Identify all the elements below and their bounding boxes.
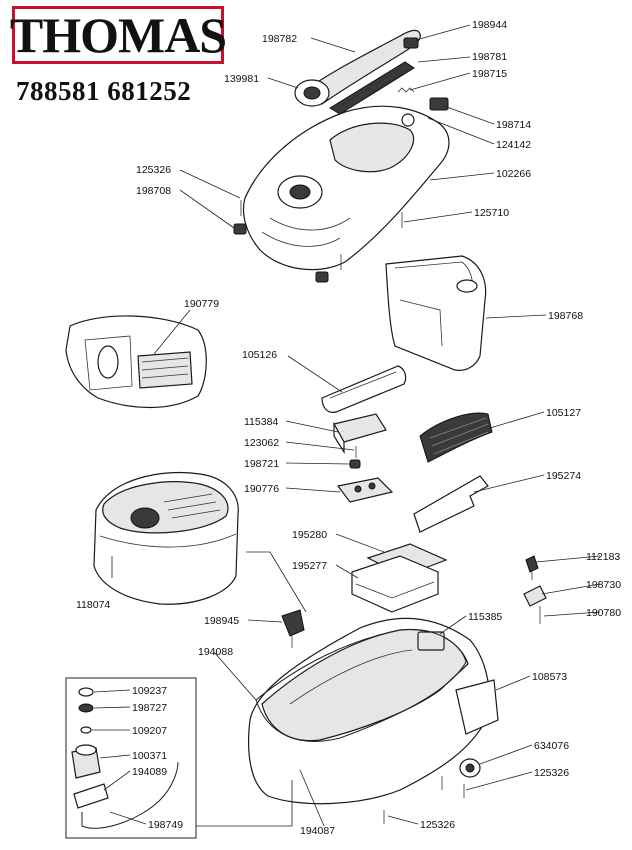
screw-125710	[340, 212, 403, 270]
connector-198945	[281, 609, 305, 648]
label-125326-top: 125326	[136, 164, 171, 176]
switch-housing-115384	[333, 413, 387, 455]
label-190779: 190779	[184, 298, 219, 310]
gasket-194088	[255, 628, 467, 742]
label-190780: 190780	[586, 607, 621, 619]
handle-198782	[294, 29, 421, 107]
part-198730	[523, 585, 547, 607]
label-198782: 198782	[262, 33, 297, 45]
label-105127: 105127	[546, 407, 581, 419]
latch-198714	[429, 97, 449, 111]
clip-198708	[233, 223, 329, 283]
label-109237: 109237	[132, 685, 167, 697]
circuit-board-190776	[336, 477, 394, 503]
label-194089: 194089	[132, 766, 167, 778]
filter-cover-105126	[321, 365, 407, 413]
screws-125326	[383, 776, 465, 824]
brand-logo: THOMAS	[9, 6, 227, 64]
label-109207: 109207	[132, 725, 167, 737]
spring-198715	[397, 87, 415, 93]
label-115384: 115384	[244, 416, 278, 428]
label-139981: 139981	[224, 73, 259, 85]
label-125326-right: 125326	[534, 767, 569, 779]
label-194087: 194087	[300, 825, 335, 837]
button-198944	[403, 37, 419, 49]
label-198781: 198781	[472, 51, 507, 63]
ring-198727	[78, 703, 94, 713]
seal-109207	[80, 726, 92, 734]
tube-198749	[81, 761, 179, 829]
pump-assembly-box	[65, 677, 197, 839]
pump-100371	[71, 744, 101, 779]
label-198714: 198714	[496, 119, 531, 131]
label-108573: 108573	[532, 671, 567, 683]
label-112183: 112183	[586, 551, 620, 563]
label-125710: 125710	[474, 207, 509, 219]
label-198721: 198721	[244, 458, 279, 470]
label-198749: 198749	[148, 819, 183, 831]
label-634076: 634076	[534, 740, 569, 752]
label-118074: 118074	[76, 599, 110, 611]
grille-105127	[419, 412, 493, 463]
button-198721	[349, 459, 361, 469]
filter-195277	[351, 555, 439, 613]
label-198944: 198944	[472, 19, 507, 31]
brand-name: THOMAS	[9, 7, 227, 63]
washer-109237	[78, 687, 94, 697]
label-198708: 198708	[136, 185, 171, 197]
label-125326-bottom: 125326	[420, 819, 455, 831]
top-cover-102266	[242, 105, 450, 271]
rear-plate-108573	[455, 679, 499, 735]
label-124142: 124142	[496, 139, 531, 151]
label-105126: 105126	[242, 349, 277, 361]
label-102266: 102266	[496, 168, 531, 180]
base-chassis-108573	[248, 617, 491, 805]
part-112183	[525, 555, 539, 580]
label-198945: 198945	[204, 615, 239, 627]
label-198727: 198727	[132, 702, 167, 714]
label-195280: 195280	[292, 529, 327, 541]
label-198715: 198715	[472, 68, 507, 80]
bracket-194089	[73, 783, 109, 809]
label-190776: 190776	[244, 483, 279, 495]
label-195274: 195274	[546, 470, 581, 482]
water-box-118074	[93, 471, 239, 605]
wheel-634076	[459, 758, 481, 778]
label-195277: 195277	[292, 560, 327, 572]
label-115385: 115385	[468, 611, 502, 623]
label-198730: 198730	[586, 579, 621, 591]
handle-grip-198781	[329, 61, 415, 115]
label-100371: 100371	[132, 750, 167, 762]
label-123062: 123062	[244, 437, 279, 449]
label-194088: 194088	[198, 646, 233, 658]
model-numbers: 788581 681252	[16, 76, 192, 106]
motor-housing-190779	[65, 315, 207, 409]
rear-cover-198768	[385, 255, 487, 371]
label-198768: 198768	[548, 310, 583, 322]
gasket-195274	[413, 475, 489, 533]
